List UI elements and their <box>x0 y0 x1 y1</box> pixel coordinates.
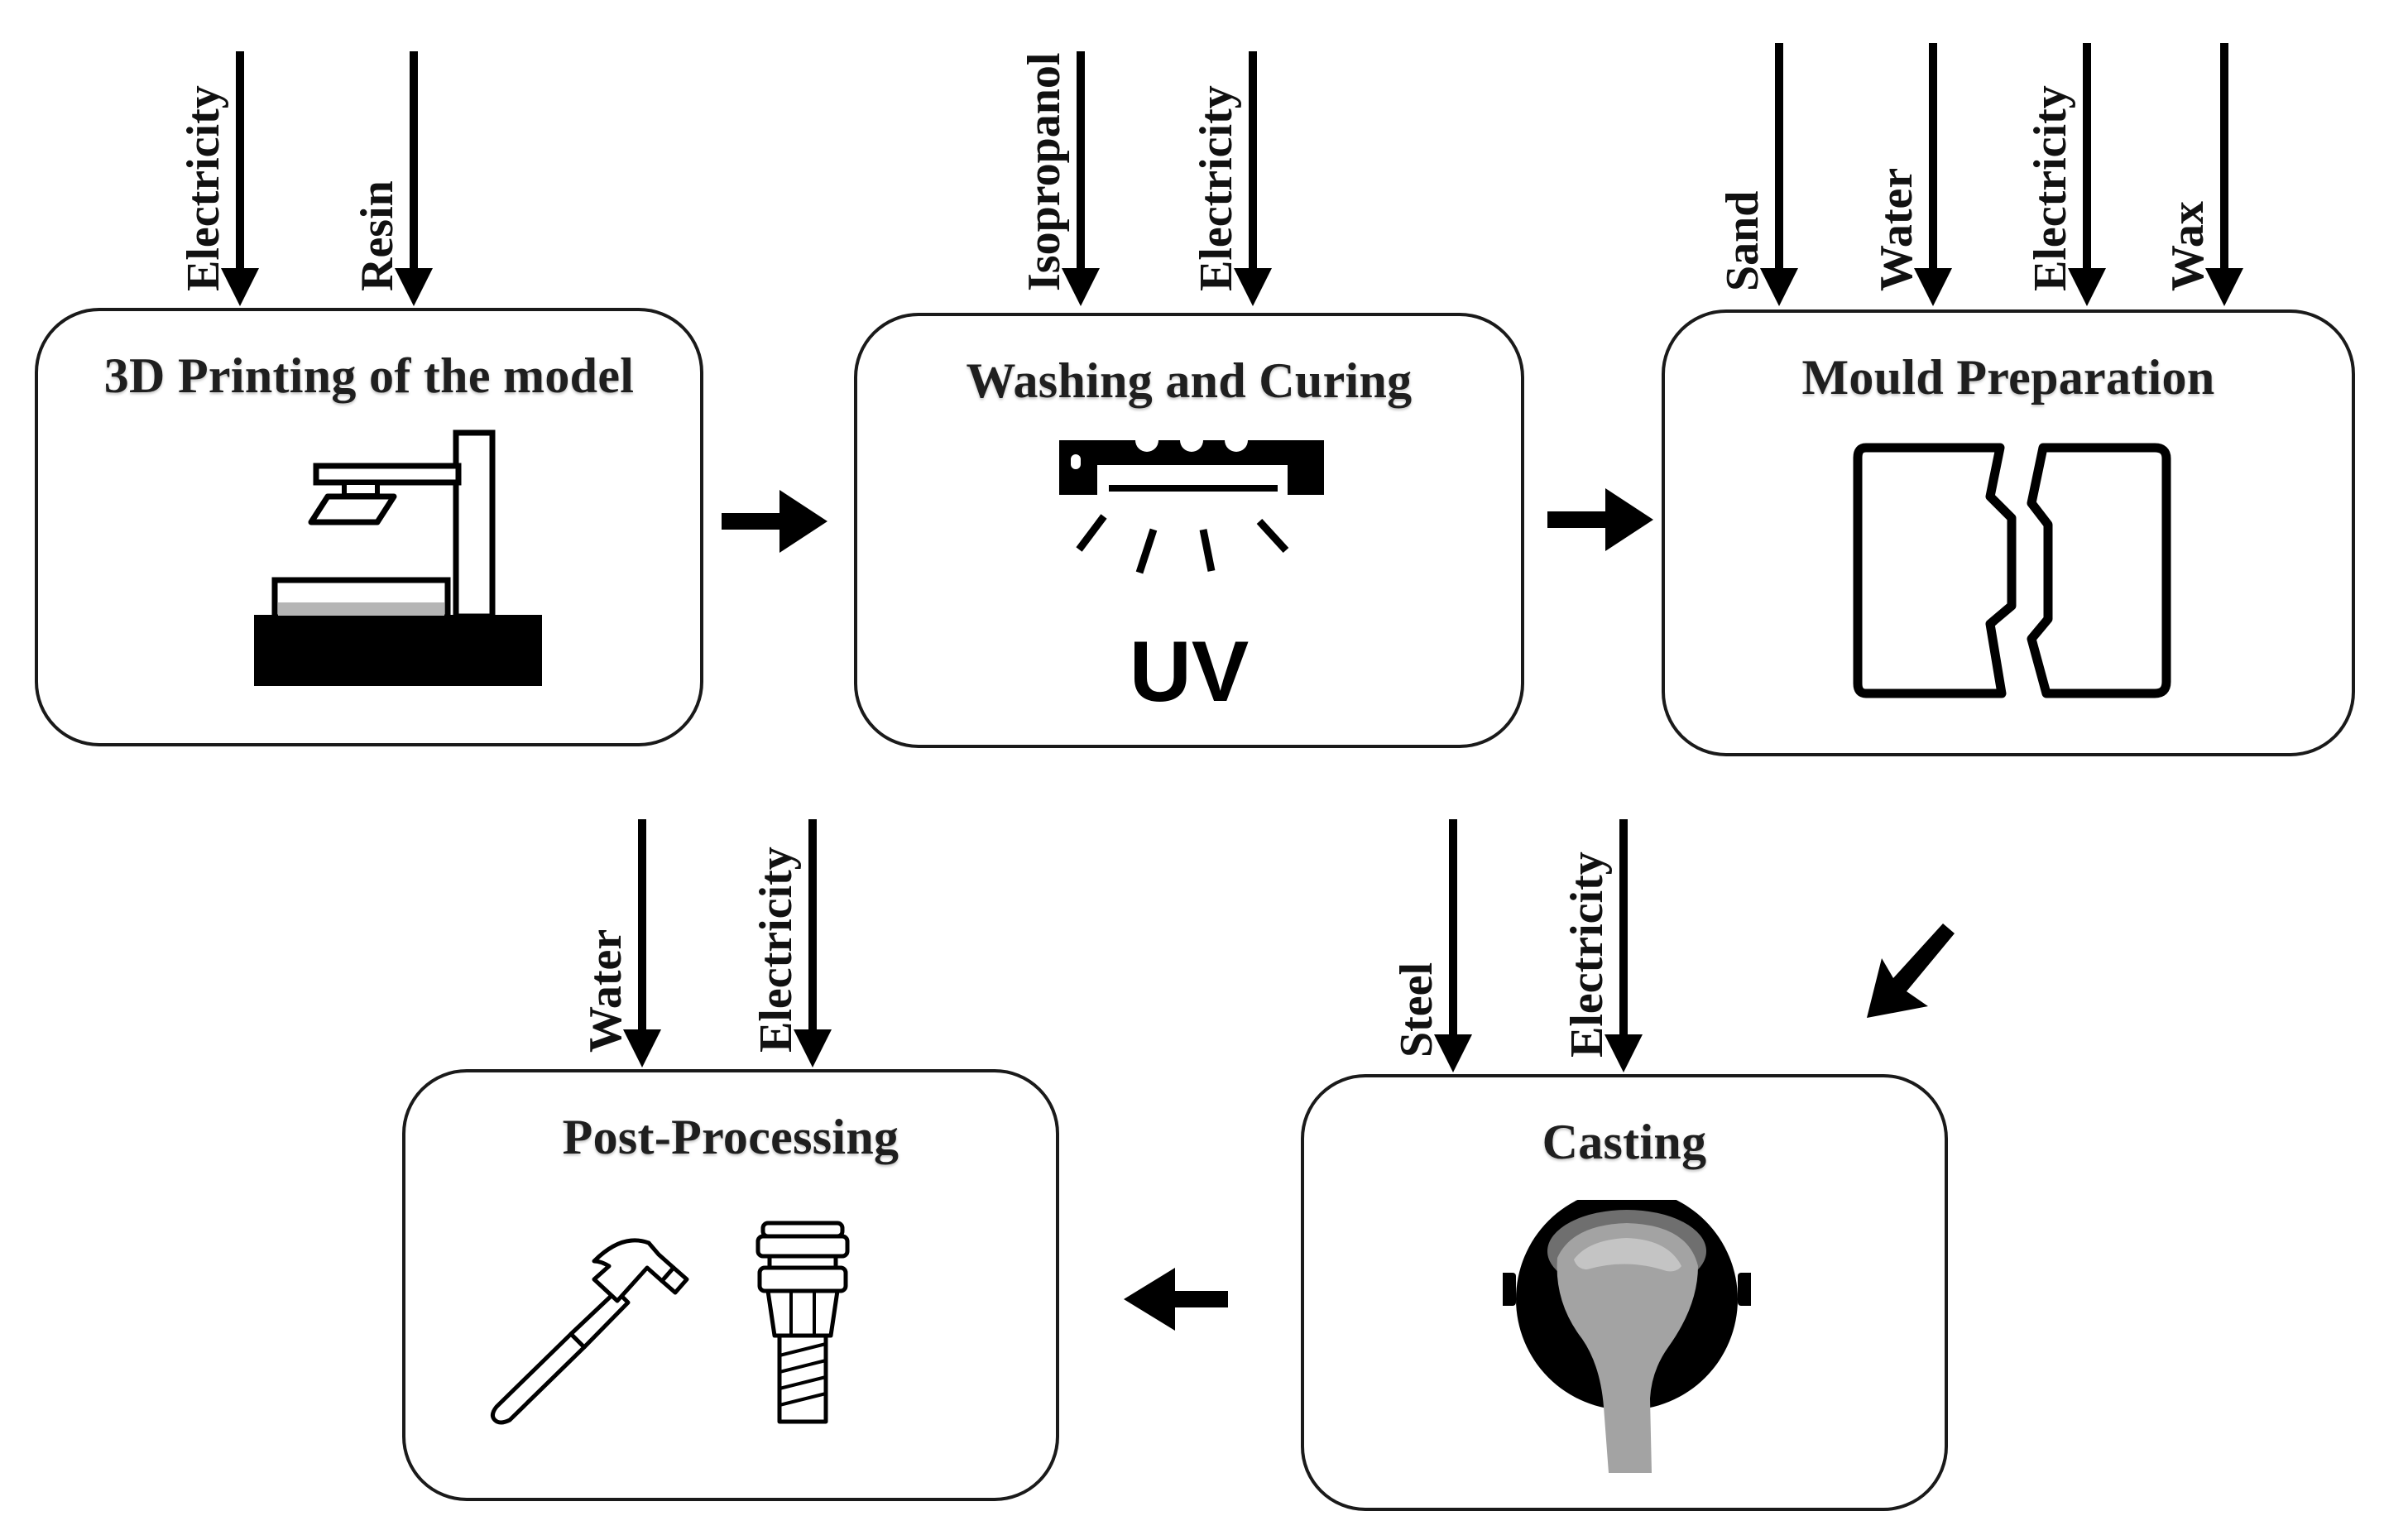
stage-title: Post-Processing <box>562 1110 899 1164</box>
input-label: Electricity <box>178 85 229 291</box>
arrow-shaft <box>1449 819 1457 1041</box>
hammer-and-part-icon <box>490 1221 850 1425</box>
arrow-shaft <box>236 51 244 275</box>
uv-label: UV <box>1129 624 1250 720</box>
arrow-head <box>395 268 433 306</box>
arrow-shaft <box>808 819 817 1036</box>
stage-casting-box: Casting <box>1301 1074 1948 1511</box>
uv-curing-lamp-icon <box>1059 432 1324 574</box>
arrow-shaft <box>638 819 646 1036</box>
input-label: Wax <box>2162 201 2214 291</box>
arrow-shaft <box>2083 43 2091 275</box>
arrow-head <box>1760 268 1798 306</box>
stage-washing-curing-box: Washing and Curing UV <box>854 313 1524 748</box>
arrow-shaft <box>410 51 418 275</box>
arrow-shaft <box>1929 43 1937 275</box>
input-label: Resin <box>352 180 403 291</box>
arrow-head <box>1434 1034 1472 1072</box>
input-label: Water <box>580 928 631 1053</box>
stage-post-processing-box: Post-Processing <box>402 1069 1059 1501</box>
flow-arrow-right <box>1547 488 1653 551</box>
arrow-shaft <box>1249 51 1257 275</box>
arrow-head <box>2205 268 2243 306</box>
arrow-head <box>1605 1034 1643 1072</box>
input-label: Electricity <box>1191 85 1242 291</box>
arrow-shaft <box>1619 819 1628 1041</box>
ladle-pouring-icon <box>1503 1200 1751 1473</box>
arrow-head <box>1234 268 1272 306</box>
input-label: Sand <box>1717 190 1768 291</box>
arrow-head <box>2068 268 2106 306</box>
flow-arrow-right <box>722 490 827 553</box>
stage-title: Washing and Curing <box>966 353 1413 408</box>
arrow-head <box>1914 268 1952 306</box>
mould-halves-icon <box>1853 443 2171 698</box>
arrow-head <box>1062 268 1100 306</box>
input-label: Electricity <box>2025 85 2076 291</box>
stage-title: Casting <box>1542 1115 1707 1169</box>
arrow-head <box>623 1029 661 1067</box>
arrow-head <box>794 1029 832 1067</box>
arrow-shaft <box>1775 43 1783 275</box>
arrow-shaft <box>2220 43 2228 275</box>
arrow-shaft <box>1077 51 1085 275</box>
stage-title: 3D Printing of the model <box>103 348 635 403</box>
stage-3d-printing-box: 3D Printing of the model <box>35 308 703 746</box>
arrow-head <box>221 268 259 306</box>
printer-icon <box>254 429 542 686</box>
stage-title: Mould Preparation <box>1801 350 2215 405</box>
input-label: Electricity <box>751 847 802 1053</box>
input-label: Isopropanol <box>1019 52 1070 291</box>
input-label: Steel <box>1391 962 1442 1058</box>
stage-mould-preparation-box: Mould Preparation <box>1662 309 2355 756</box>
flow-arrow-down-left <box>1867 924 1955 1018</box>
input-label: Electricity <box>1561 852 1613 1058</box>
flow-arrow-left <box>1124 1268 1228 1331</box>
input-label: Water <box>1871 167 1922 291</box>
